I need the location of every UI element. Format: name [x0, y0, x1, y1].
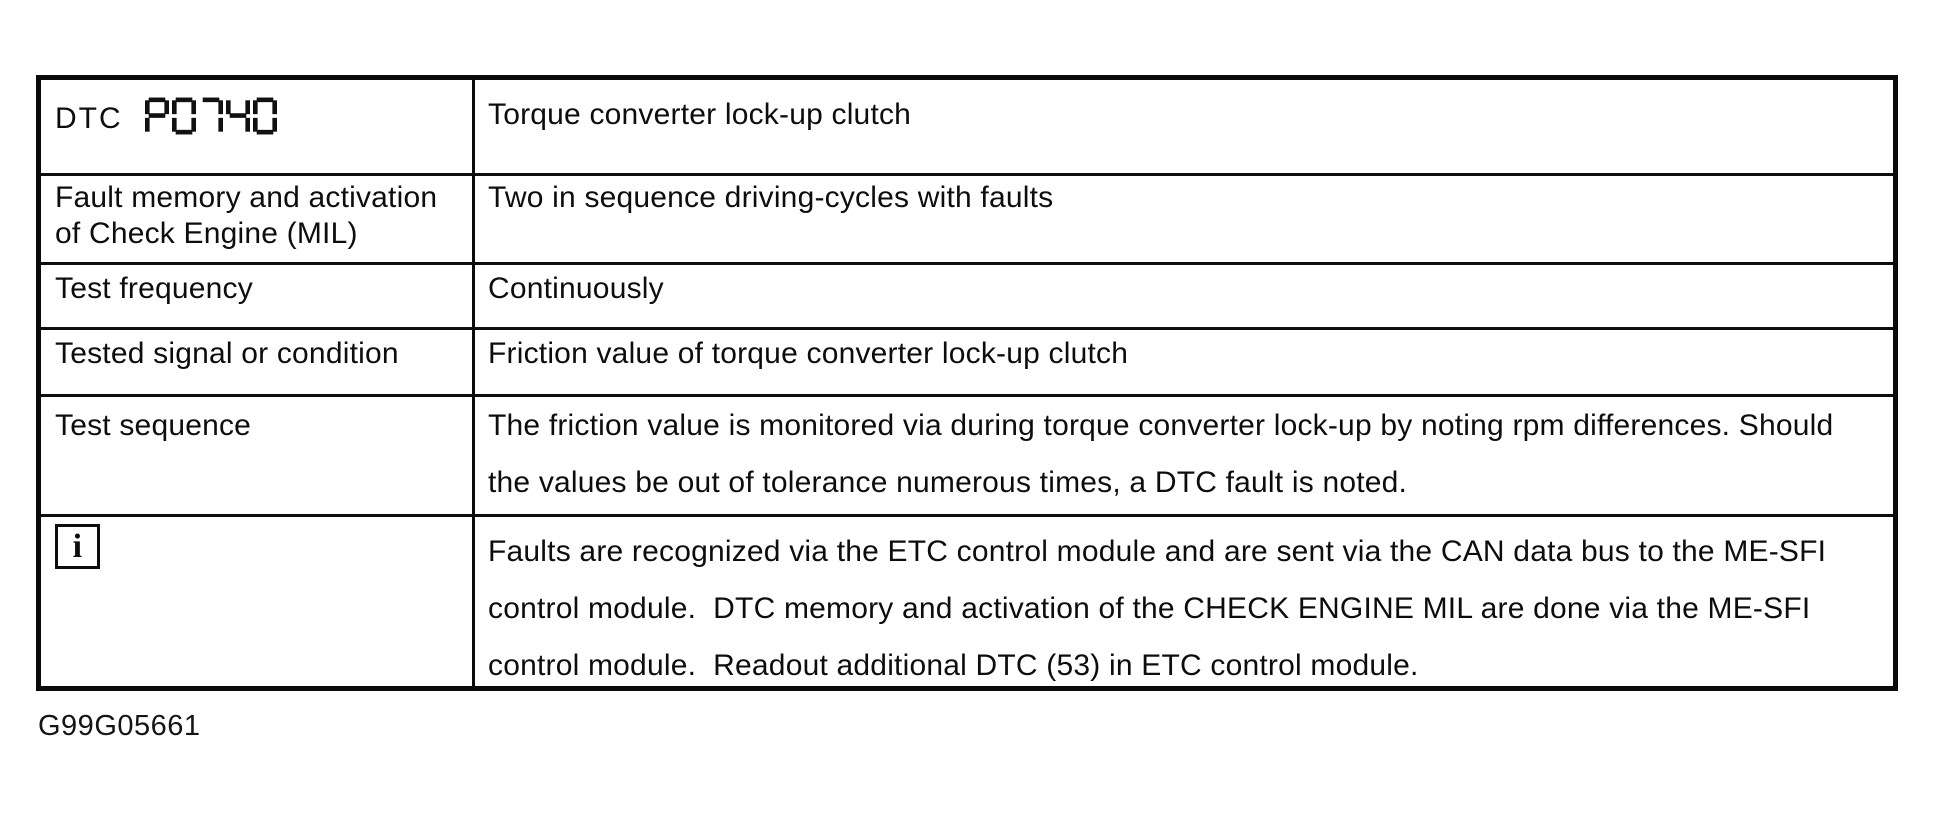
test-sequence-value-text: The friction value is monitored via duri…	[488, 409, 1834, 499]
fault-memory-value-text: Two in sequence driving-cycles with faul…	[488, 181, 1054, 214]
fault-memory-label-cell: Fault memory and activation of Check Eng…	[41, 173, 472, 262]
test-frequency-value-cell: Continuously	[472, 262, 1893, 327]
tested-signal-value-text: Friction value of torque converter lock-…	[488, 337, 1129, 370]
info-note-text: Faults are recognized via the ETC contro…	[488, 535, 1827, 682]
dtc-title-text: Torque converter lock-up clutch	[488, 98, 912, 131]
dtc-label: DTC	[55, 102, 123, 135]
tested-signal-label-cell: Tested signal or condition	[41, 327, 472, 394]
tested-signal-value-cell: Friction value of torque converter lock-…	[472, 327, 1893, 394]
fault-memory-value-cell: Two in sequence driving-cycles with faul…	[472, 173, 1893, 262]
test-sequence-label-cell: Test sequence	[41, 394, 472, 514]
dtc-title-cell: Torque converter lock-up clutch	[472, 80, 1893, 173]
info-icon-glyph: i	[72, 527, 83, 565]
info-icon: i	[55, 524, 100, 569]
dtc-diagnostic-table: DTC Torque converter lock-up clutch Faul…	[36, 75, 1898, 691]
test-sequence-value-cell: The friction value is monitored via duri…	[472, 394, 1893, 514]
dtc-code-cell: DTC	[41, 80, 472, 173]
test-frequency-label-cell: Test frequency	[41, 262, 472, 327]
test-sequence-label-text: Test sequence	[55, 409, 252, 442]
figure-id-caption: G99G05661	[38, 710, 201, 742]
tested-signal-label-text: Tested signal or condition	[55, 337, 399, 370]
test-frequency-value-text: Continuously	[488, 272, 664, 305]
info-note-cell: Faults are recognized via the ETC contro…	[472, 514, 1893, 686]
info-icon-cell: i	[41, 514, 472, 686]
test-frequency-label-text: Test frequency	[55, 272, 253, 305]
dtc-code-seven-segment	[144, 97, 280, 137]
fault-memory-label-text: Fault memory and activation of Check Eng…	[55, 181, 438, 250]
